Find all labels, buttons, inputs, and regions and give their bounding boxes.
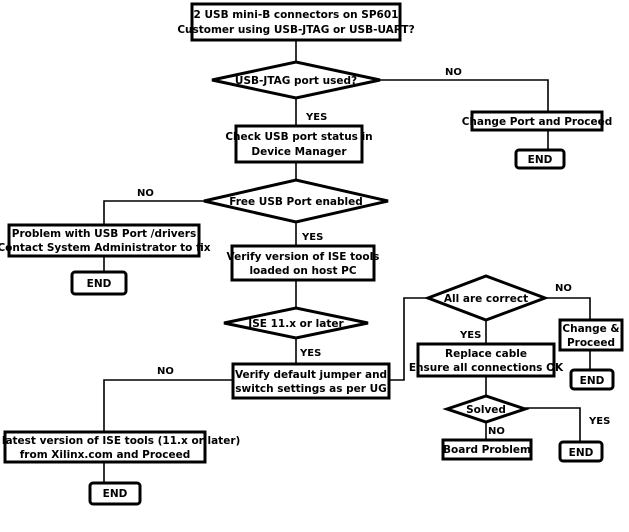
- label-yes-ise: YES: [299, 348, 321, 359]
- problem-box: Problem with USB Port /drivers Contact S…: [0, 223, 211, 258]
- decision-solved-label: Solved: [466, 404, 506, 416]
- end-terminal-right-mid: END: [569, 368, 615, 391]
- decision-all-correct-label: All are correct: [444, 293, 528, 305]
- problem-line-2: Contact System Administrator to fix: [0, 242, 211, 254]
- label-yes-jtag: YES: [305, 112, 327, 123]
- replace-cable-line-1: Replace cable: [445, 348, 527, 360]
- start-line-1: 2 USB mini-B connectors on SP601: [194, 9, 399, 21]
- decision-ise-version: ISE 11.x or later: [223, 306, 369, 340]
- check-status-line-1: Check USB port status in: [225, 131, 372, 143]
- label-yes-all-correct: YES: [459, 330, 481, 341]
- start-box: 2 USB mini-B connectors on SP601 Custome…: [177, 2, 415, 42]
- end-terminal-top-right: END: [514, 148, 566, 170]
- check-status-box: Check USB port status in Device Manager: [225, 124, 373, 164]
- change-port-label: Change Port and Proceed: [462, 116, 613, 128]
- decision-free-port: Free USB Port enabled: [203, 178, 389, 224]
- end-label-2: END: [87, 278, 112, 290]
- decision-solved: Solved: [442, 394, 530, 424]
- load-ise-line-2: from Xilinx.com and Proceed: [20, 449, 191, 461]
- board-problem-box: Board Problem: [441, 438, 533, 461]
- label-no-all-correct: NO: [555, 283, 572, 294]
- board-problem-label: Board Problem: [443, 444, 531, 456]
- end-label-4: END: [569, 447, 594, 459]
- label-no-free-port: NO: [137, 188, 154, 199]
- end-terminal-bottom-right: END: [558, 440, 604, 463]
- change-proceed-box: Change & Proceed: [558, 318, 624, 352]
- replace-cable-line-2: Ensure all connections OK: [409, 362, 564, 374]
- change-port-box: Change Port and Proceed: [462, 110, 613, 132]
- decision-jtag-used-label: USB-JTAG port used?: [235, 75, 357, 87]
- change-proceed-line-1: Change &: [562, 323, 619, 335]
- decision-ise-version-label: ISE 11.x or later: [248, 318, 344, 330]
- change-proceed-line-2: Proceed: [567, 337, 615, 349]
- end-label-3: END: [580, 375, 605, 387]
- decision-jtag-used: USB-JTAG port used?: [211, 60, 381, 100]
- check-status-line-2: Device Manager: [251, 146, 347, 158]
- verify-ise-line-1: Verify version of ISE tools: [227, 251, 380, 263]
- connectors: [103, 40, 591, 483]
- label-yes-solved: YES: [588, 416, 610, 427]
- problem-line-1: Problem with USB Port /drivers: [12, 228, 196, 240]
- load-ise-box: Load latest version of ISE tools (11.x o…: [0, 430, 240, 464]
- end-label-5: END: [103, 488, 128, 500]
- replace-cable-box: Replace cable Ensure all connections OK: [409, 342, 564, 378]
- start-line-2: Customer using USB-JTAG or USB-UART?: [177, 24, 414, 36]
- end-terminal-bottom-left: END: [88, 481, 142, 506]
- end-label-1: END: [528, 154, 553, 166]
- verify-ise-line-2: loaded on host PC: [249, 265, 356, 277]
- end-terminal-left: END: [70, 270, 128, 296]
- load-ise-line-1: Load latest version of ISE tools (11.x o…: [0, 435, 240, 447]
- decision-all-correct: All are correct: [423, 274, 550, 322]
- decision-free-port-label: Free USB Port enabled: [229, 196, 363, 208]
- verify-jumper-line-2: switch settings as per UG: [235, 383, 386, 395]
- label-yes-free-port: YES: [301, 232, 323, 243]
- label-no-solved: NO: [488, 426, 505, 437]
- verify-jumper-box: Verify default jumper and switch setting…: [231, 362, 391, 400]
- label-no-jtag: NO: [445, 67, 462, 78]
- verify-ise-box: Verify version of ISE tools loaded on ho…: [227, 244, 380, 282]
- verify-jumper-line-1: Verify default jumper and: [235, 369, 387, 381]
- label-no-ise: NO: [157, 366, 174, 377]
